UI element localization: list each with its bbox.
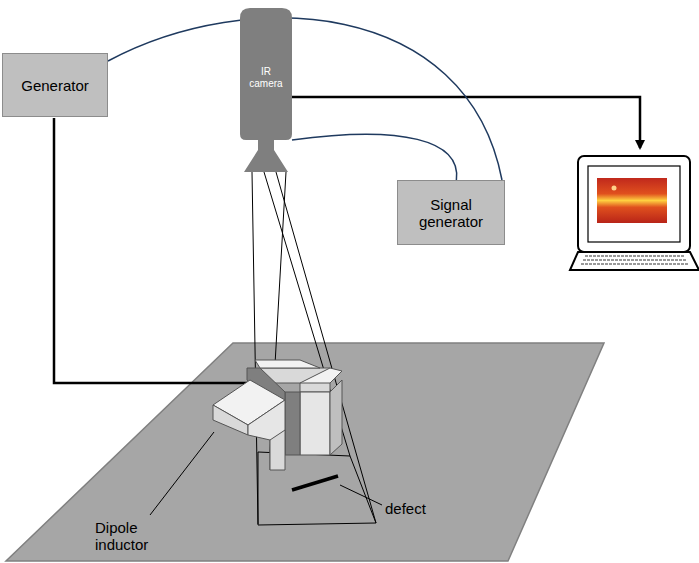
power-cable	[54, 118, 247, 383]
data-arrow	[292, 97, 640, 148]
node-label: IR camera	[243, 66, 289, 90]
part-label: Dipole inductor	[95, 519, 185, 553]
field-of-view	[252, 172, 376, 525]
leader-line	[340, 485, 382, 505]
dipole-inductor	[213, 360, 342, 470]
camera-body: IR camera	[240, 8, 292, 173]
node-label: Generator	[21, 77, 89, 94]
camera-shape	[240, 8, 292, 173]
device-box: Signal generator	[397, 180, 505, 245]
metal-plate	[6, 343, 604, 561]
defect-crack	[292, 476, 338, 490]
signal-cable	[108, 18, 502, 180]
node-label: Signal generator	[406, 196, 496, 230]
device-box: Generator	[2, 53, 108, 117]
laptop	[570, 156, 699, 270]
signal-cable	[292, 134, 457, 180]
leader-line	[150, 432, 214, 515]
part-label: defect	[385, 500, 465, 517]
